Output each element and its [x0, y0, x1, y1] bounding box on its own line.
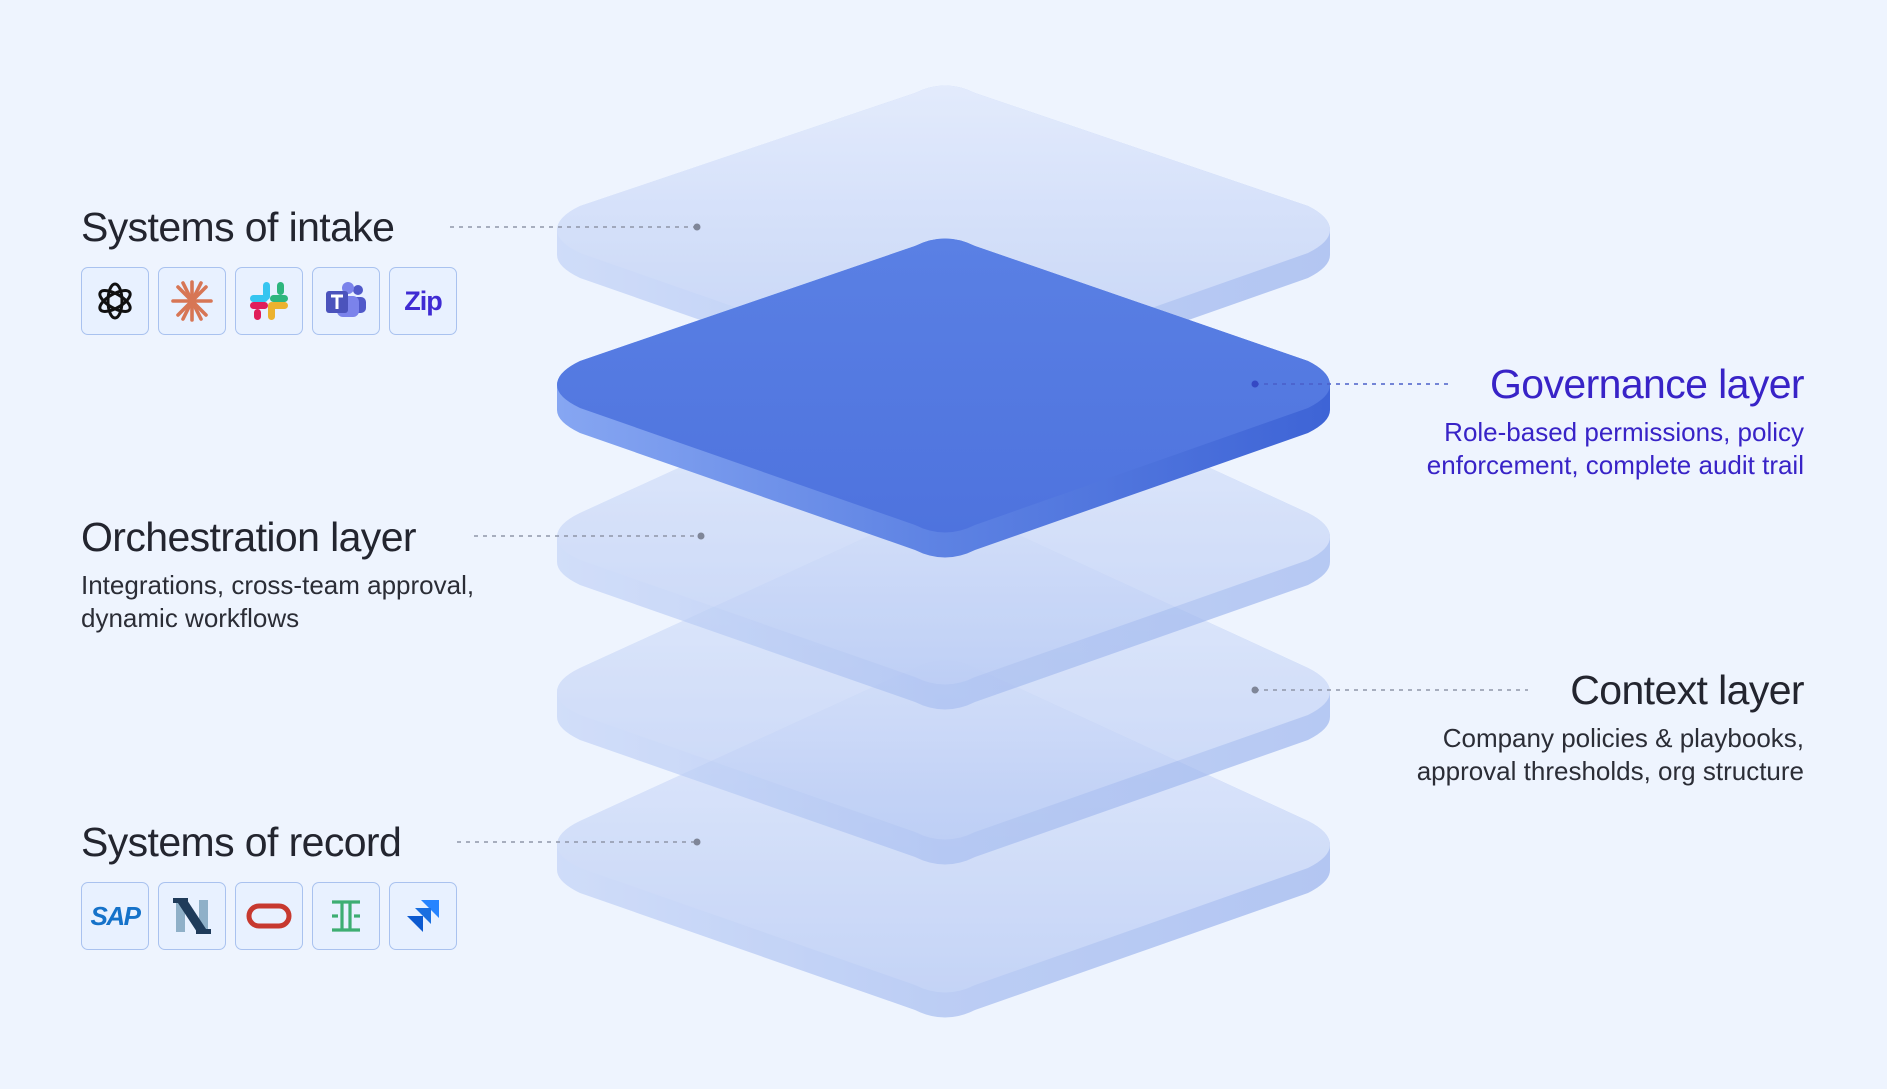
intake-title: Systems of intake: [81, 204, 395, 250]
governance-title: Governance layer: [1489, 361, 1805, 407]
context-section: Context layer Company policies & playboo…: [1417, 666, 1805, 788]
governance-description-line-1: Role-based permissions, policy: [1444, 417, 1804, 447]
context-description: Company policies & playbooks, approval t…: [1417, 722, 1804, 788]
connector-record: [457, 838, 701, 846]
governance-description: Role-based permissions, policy enforceme…: [1427, 416, 1804, 482]
orchestration-description-line-1: Integrations, cross-team approval,: [81, 570, 475, 600]
zip-icon: Zip: [389, 267, 457, 335]
intake-section: Systems of intake: [81, 203, 457, 335]
governance-section: Governance layer Role-based permissions,…: [1427, 360, 1805, 482]
svg-text:SAP: SAP: [91, 901, 142, 931]
connector-orchestration: [474, 532, 705, 540]
connector-governance: [1251, 380, 1450, 388]
context-title: Context layer: [1570, 667, 1804, 713]
slack-icon: [235, 267, 303, 335]
context-description-line-1: Company policies & playbooks,: [1442, 723, 1804, 753]
oracle-icon: [235, 882, 303, 950]
openai-icon: [81, 267, 149, 335]
context-description-line-2: approval thresholds, org structure: [1416, 756, 1804, 786]
netsuite-icon: [158, 882, 226, 950]
governance-description-line-2: enforcement, complete audit trail: [1426, 450, 1804, 480]
jira-icon: [389, 882, 457, 950]
orchestration-section: Orchestration layer Integrations, cross-…: [81, 513, 474, 635]
orchestration-description: Integrations, cross-team approval, dynam…: [81, 569, 474, 635]
svg-text:Zip: Zip: [404, 286, 442, 316]
record-icon-row: SAP: [81, 882, 457, 950]
intake-icon-row: Zip: [81, 267, 457, 335]
teams-icon: [312, 267, 380, 335]
claude-icon: [158, 267, 226, 335]
record-section: Systems of record SAP: [81, 818, 457, 950]
orchestration-description-line-2: dynamic workflows: [81, 603, 300, 633]
connector-context: [1251, 686, 1528, 694]
record-title: Systems of record: [81, 819, 402, 865]
connector-intake: [450, 223, 701, 231]
coupa-icon: [312, 882, 380, 950]
orchestration-title: Orchestration layer: [81, 514, 417, 560]
sap-icon: SAP: [81, 882, 149, 950]
plate-governance: [557, 238, 1330, 558]
